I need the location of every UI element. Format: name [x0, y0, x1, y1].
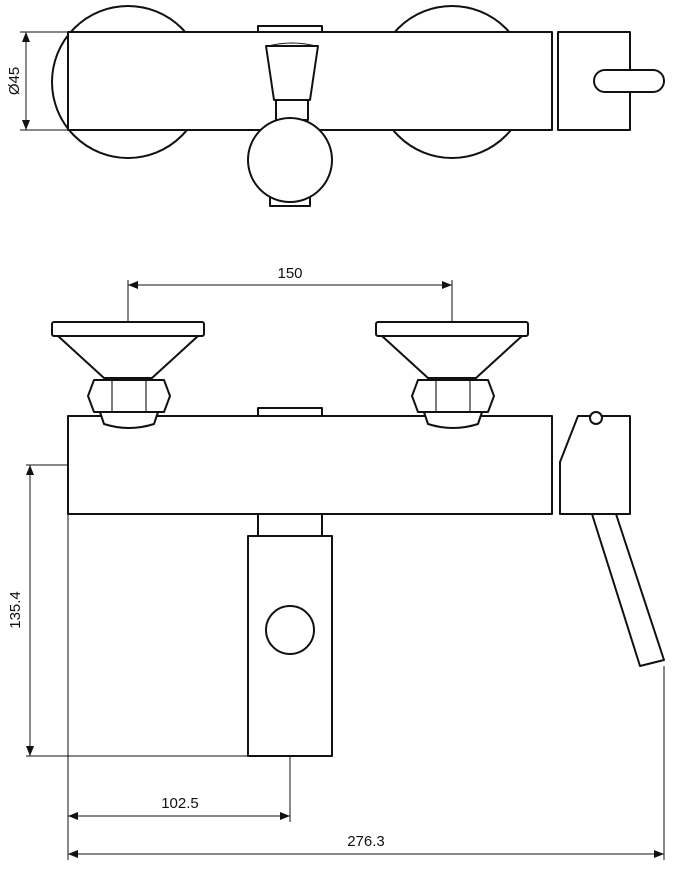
front-top-cap — [257, 407, 323, 417]
top-view: Ø45 — [6, 5, 665, 207]
top-lever — [593, 69, 665, 93]
front-outlet-neck — [257, 513, 323, 537]
front-outlet-hole — [265, 605, 315, 655]
top-outlet-circle — [247, 117, 333, 203]
top-diverter-knob-rim — [267, 42, 317, 47]
dim-overall-width-label: 276.3 — [347, 833, 385, 850]
front-lever-assembly — [559, 411, 665, 667]
dim-outlet-offset-label: 102.5 — [161, 795, 199, 812]
front-view: 150 — [7, 265, 665, 860]
top-diverter-stem — [275, 99, 309, 121]
dim-outlet-height-label: 135.4 — [7, 591, 24, 629]
dim-handle-spacing-label: 150 — [277, 265, 302, 282]
dim-diameter-label: Ø45 — [6, 67, 23, 95]
front-right-handle — [375, 321, 529, 429]
top-diverter-knob — [265, 45, 319, 101]
front-main-body — [67, 415, 553, 515]
